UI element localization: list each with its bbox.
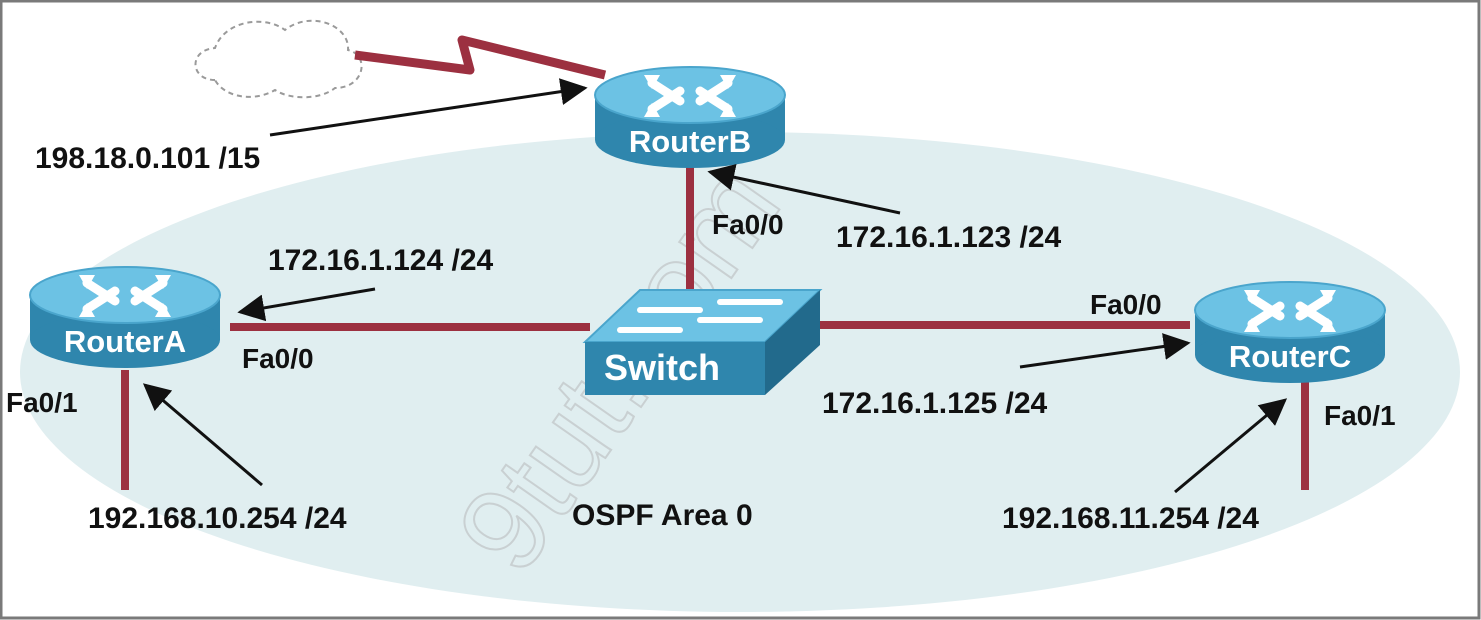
address-router-a-fa00: 172.16.1.124 /24 bbox=[268, 244, 494, 277]
interface-router-c-fa01: Fa0/1 bbox=[1324, 400, 1396, 431]
serial-link bbox=[354, 35, 607, 80]
switch-label: Switch bbox=[604, 347, 720, 388]
arrow-routerc-fa00 bbox=[1019, 333, 1191, 369]
interface-router-c-fa00: Fa0/0 bbox=[1090, 289, 1162, 320]
router-a-label: RouterA bbox=[64, 324, 186, 359]
arrow-routera-fa00 bbox=[237, 287, 376, 322]
router-b: RouterB bbox=[595, 67, 785, 168]
address-router-c-fa01: 192.168.11.254 /24 bbox=[1002, 502, 1259, 535]
cloud-icon bbox=[194, 19, 363, 99]
router-b-label: RouterB bbox=[629, 124, 751, 159]
address-router-c-fa00: 172.16.1.125 /24 bbox=[822, 387, 1048, 420]
address-router-b-fa00: 172.16.1.123 /24 bbox=[836, 221, 1062, 254]
router-a: RouterA bbox=[30, 267, 220, 368]
arrow-routera-fa01 bbox=[142, 383, 263, 487]
address-router-b-serial: 198.18.0.101 /15 bbox=[35, 142, 260, 175]
ospf-area-label: OSPF Area 0 bbox=[572, 499, 753, 532]
router-c: RouterC bbox=[1195, 282, 1385, 383]
arrow-routerb-serial bbox=[269, 78, 588, 137]
address-router-a-fa01: 192.168.10.254 /24 bbox=[88, 502, 347, 535]
interface-router-b-fa00: Fa0/0 bbox=[712, 209, 784, 240]
interface-router-a-fa01: Fa0/1 bbox=[6, 387, 78, 418]
arrow-routerc-fa01 bbox=[1174, 398, 1288, 494]
arrow-routerb-fa00 bbox=[707, 163, 901, 215]
switch: Switch bbox=[582, 289, 823, 395]
interface-router-a-fa00: Fa0/0 bbox=[242, 343, 314, 374]
router-c-label: RouterC bbox=[1229, 339, 1351, 374]
